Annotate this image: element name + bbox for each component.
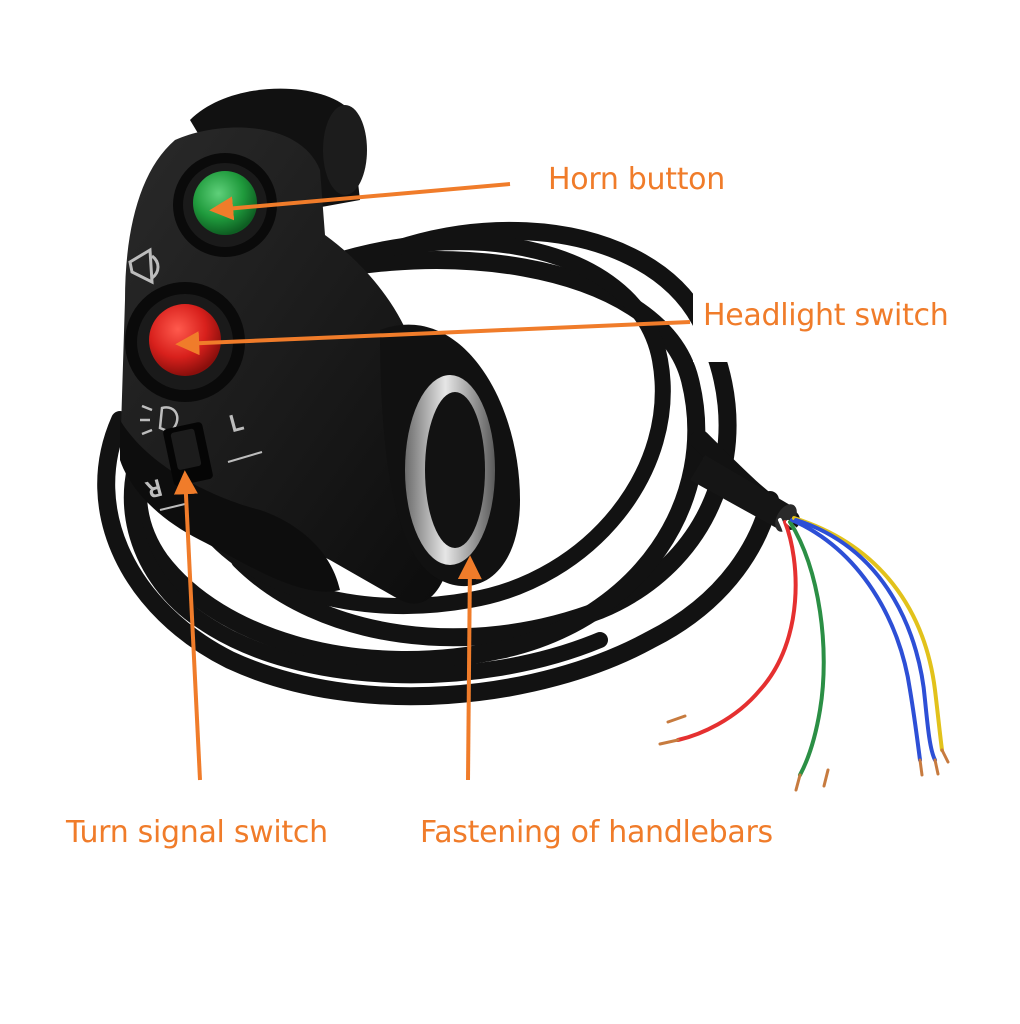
handlebar-clamp-ring (405, 375, 495, 565)
horn-label-box: Horn button (534, 138, 792, 220)
headlight-arrow (175, 320, 691, 356)
headlight-label: Headlight switch (703, 297, 949, 333)
right-mark: R (143, 473, 164, 501)
horn-label: Horn button (548, 161, 725, 197)
fastening-label: Fastening of handlebars (420, 814, 773, 850)
wires (658, 516, 950, 792)
horn-icon (128, 247, 160, 285)
turn-label-box: Turn signal switch (38, 788, 354, 876)
turn-signal-slider (163, 422, 213, 486)
annotation-arrows (173, 182, 691, 781)
turn-arrow (173, 470, 202, 781)
fastening-arrow (457, 555, 482, 781)
horn-arrow (209, 182, 511, 221)
fastening-label-box: Fastening of handlebars (412, 790, 792, 874)
headlight-label-box: Headlight switch (693, 268, 993, 362)
turn-marks: L R (143, 410, 263, 511)
turn-label: Turn signal switch (66, 814, 328, 850)
